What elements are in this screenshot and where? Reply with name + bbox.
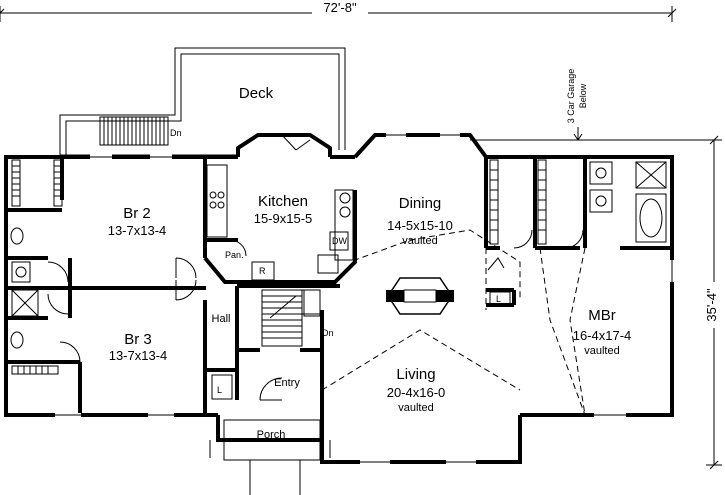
dishwasher-label: DW — [332, 236, 347, 246]
dining-size: 14-5x15-10 — [387, 218, 453, 233]
overall-width-label: 72'-8" — [323, 0, 357, 15]
mbr-label: MBr — [588, 307, 616, 324]
master-linen-closet — [489, 291, 511, 305]
dining-label: Dining — [399, 195, 442, 212]
br2-label: Br 2 — [123, 205, 151, 222]
kitchen-bay-door — [281, 134, 311, 151]
entry-closet — [211, 374, 233, 400]
living-label: Living — [396, 366, 435, 383]
dining-table-symbol — [386, 277, 454, 315]
br3-size: 13-7x13-4 — [109, 348, 168, 363]
living-note: vaulted — [398, 402, 433, 414]
interior-walls — [8, 157, 672, 415]
porch-label: Porch — [257, 429, 286, 441]
deck-stairs — [99, 116, 169, 146]
br3-label: Br 3 — [124, 331, 152, 348]
dining-note: vaulted — [402, 235, 437, 247]
refrigerator — [251, 261, 275, 281]
pantry-label: Pan. — [225, 250, 244, 260]
exterior-walls — [4, 133, 674, 464]
kitchen-counters — [206, 164, 354, 274]
kitchen-label: Kitchen — [258, 193, 308, 210]
mbr-size: 16-4x17-4 — [573, 328, 632, 343]
living-size: 20-4x16-0 — [387, 385, 446, 400]
garage-note-line2: Below — [578, 83, 588, 108]
windows — [55, 132, 675, 465]
deck — [59, 47, 346, 156]
deck-label: Deck — [239, 85, 274, 102]
master-bath-fixtures — [589, 161, 667, 243]
interior-stairs — [261, 289, 321, 347]
vault-lines — [321, 229, 586, 416]
doors — [47, 229, 584, 401]
hall-bath-fixtures — [10, 227, 39, 349]
hall-label: Hall — [212, 313, 231, 325]
stair-down-label: Dn — [322, 328, 334, 338]
porch — [209, 419, 331, 495]
garage-note: 3 Car Garage — [566, 69, 576, 124]
garage-arrow-icon — [573, 127, 583, 141]
mbr-note: vaulted — [584, 345, 619, 357]
br2-size: 13-7x13-4 — [108, 223, 167, 238]
refrigerator-label: R — [259, 266, 266, 276]
linen-closet-label-2: L — [496, 294, 501, 304]
linen-closet-label-1: L — [217, 385, 222, 395]
deck-stair-down-label: Dn — [170, 128, 182, 138]
overall-depth-dimension — [470, 135, 722, 470]
entry-label: Entry — [274, 377, 300, 389]
closet-shelving — [11, 159, 547, 375]
kitchen-size: 15-9x15-5 — [254, 211, 313, 226]
overall-depth-label: 35'-4" — [704, 288, 719, 322]
